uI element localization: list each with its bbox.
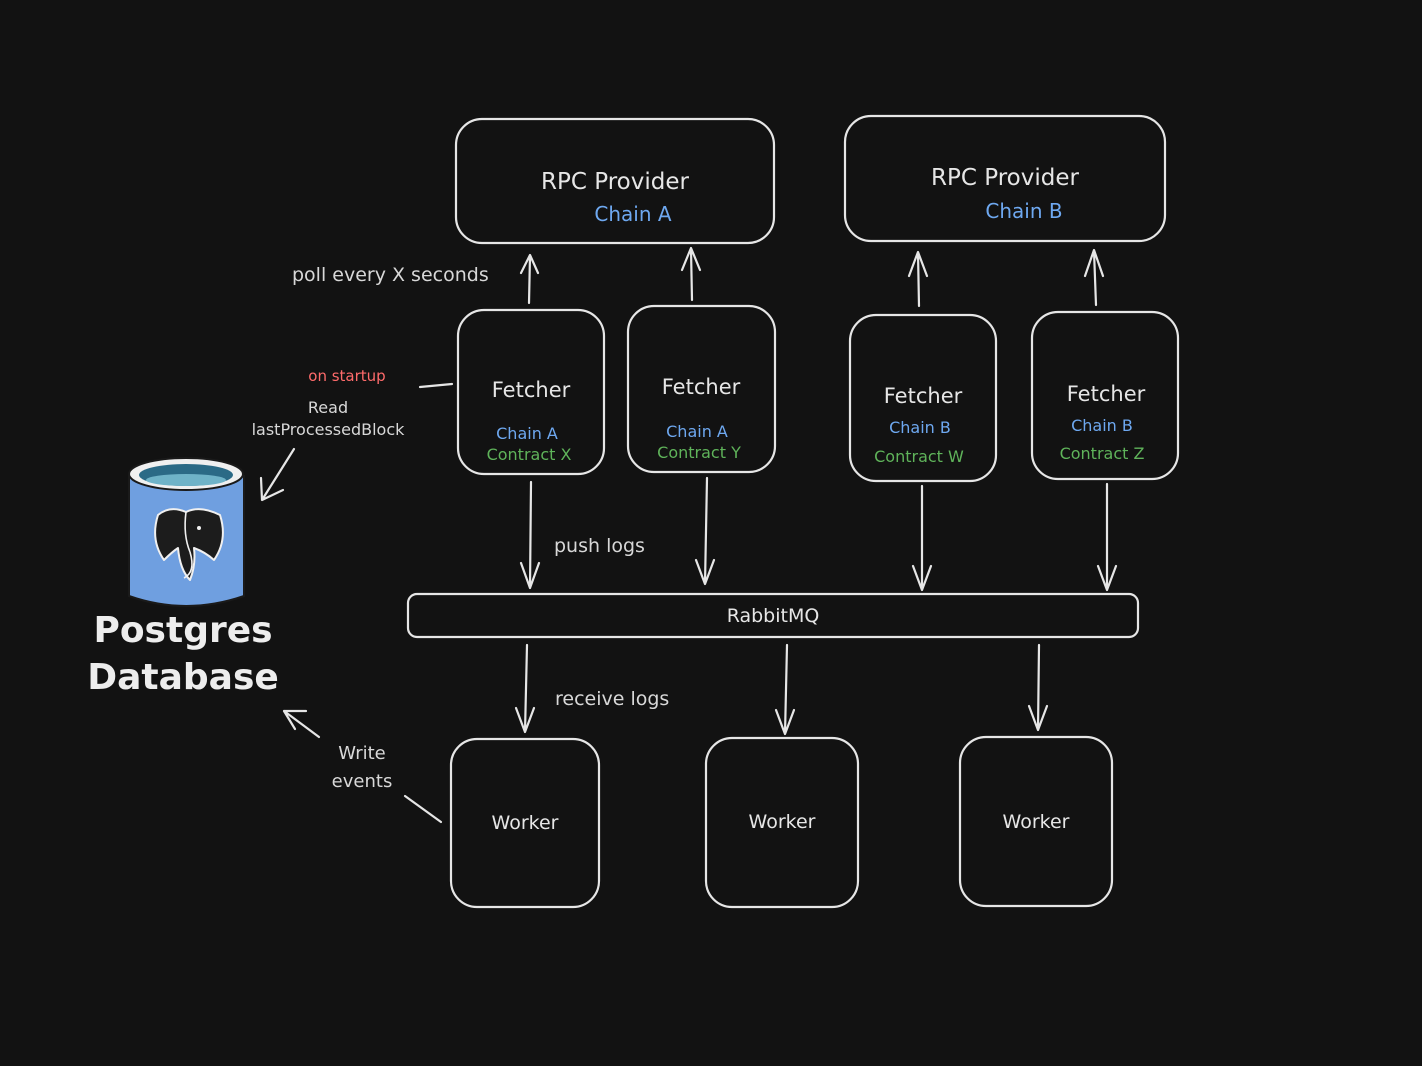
provider-title: RPC Provider bbox=[931, 165, 1079, 191]
fetcher-title: Fetcher bbox=[1067, 382, 1146, 406]
worker-label: Worker bbox=[492, 812, 559, 834]
arrow-down bbox=[1027, 643, 1049, 732]
worker-label: Worker bbox=[1003, 811, 1070, 833]
db-title-line1: Postgres bbox=[93, 610, 272, 651]
arrow-down bbox=[774, 643, 796, 736]
fetcher-title: Fetcher bbox=[884, 384, 963, 408]
read-arrow bbox=[259, 447, 296, 502]
worker-2: Worker bbox=[704, 736, 860, 909]
fetcher-chain-b-contract-w: Fetcher Chain B Contract W bbox=[848, 313, 998, 483]
arrow-up bbox=[907, 250, 929, 308]
db-title-line2: Database bbox=[87, 657, 279, 698]
fetcher-chain: Chain B bbox=[889, 418, 951, 437]
arrow-down bbox=[694, 476, 716, 586]
fetcher-chain: Chain A bbox=[496, 424, 558, 443]
write-annotation-line2: events bbox=[332, 771, 393, 792]
arrow-up bbox=[1083, 248, 1105, 307]
arrow-up bbox=[519, 253, 540, 305]
arrow-down bbox=[1096, 482, 1118, 592]
fetcher-chain: Chain B bbox=[1071, 416, 1133, 435]
arrow-down bbox=[911, 484, 933, 592]
arrow-down bbox=[514, 643, 536, 734]
push-arrows bbox=[519, 476, 1118, 592]
fetcher-contract: Contract Y bbox=[657, 443, 741, 462]
db-top-liquid bbox=[146, 474, 226, 486]
fetcher-title: Fetcher bbox=[492, 378, 571, 402]
write-connector bbox=[403, 794, 443, 824]
write-annotation-line1: Write bbox=[338, 743, 386, 764]
startup-connector bbox=[418, 382, 454, 389]
queue-label: RabbitMQ bbox=[727, 605, 820, 627]
arrow-up bbox=[680, 246, 702, 302]
receive-annotation: receive logs bbox=[555, 688, 669, 710]
fetcher-title: Fetcher bbox=[662, 375, 741, 399]
poll-annotation: poll every X seconds bbox=[292, 264, 489, 286]
provider-title: RPC Provider bbox=[541, 169, 689, 195]
startup-annotation: on startup bbox=[308, 367, 385, 385]
rpc-provider-chain-a: RPC Provider Chain A bbox=[454, 117, 776, 245]
poll-arrows bbox=[519, 246, 1105, 308]
read-annotation-line1: Read bbox=[308, 398, 348, 417]
write-arrow bbox=[282, 709, 321, 739]
postgres-elephant-icon bbox=[154, 508, 224, 581]
fetcher-chain-a-contract-x: Fetcher Chain A Contract X bbox=[456, 308, 606, 476]
push-annotation: push logs bbox=[554, 535, 645, 557]
worker-label: Worker bbox=[749, 811, 816, 833]
fetcher-chain-a-contract-y: Fetcher Chain A Contract Y bbox=[626, 304, 777, 474]
fetcher-contract: Contract Z bbox=[1060, 444, 1145, 463]
worker-1: Worker bbox=[449, 737, 601, 909]
read-annotation-line2: lastProcessedBlock bbox=[252, 420, 406, 439]
arrow-down bbox=[519, 480, 541, 590]
receive-arrows bbox=[514, 643, 1049, 736]
fetcher-contract: Contract X bbox=[487, 445, 572, 464]
fetcher-chain-b-contract-z: Fetcher Chain B Contract Z bbox=[1030, 310, 1180, 481]
provider-chain: Chain A bbox=[594, 202, 671, 226]
fetcher-contract: Contract W bbox=[874, 447, 964, 466]
fetcher-chain: Chain A bbox=[666, 422, 728, 441]
provider-chain: Chain B bbox=[985, 199, 1062, 223]
worker-3: Worker bbox=[958, 735, 1114, 908]
rpc-provider-chain-b: RPC Provider Chain B bbox=[843, 114, 1167, 243]
postgres-database bbox=[128, 457, 245, 607]
rabbitmq-queue: RabbitMQ bbox=[406, 592, 1140, 639]
